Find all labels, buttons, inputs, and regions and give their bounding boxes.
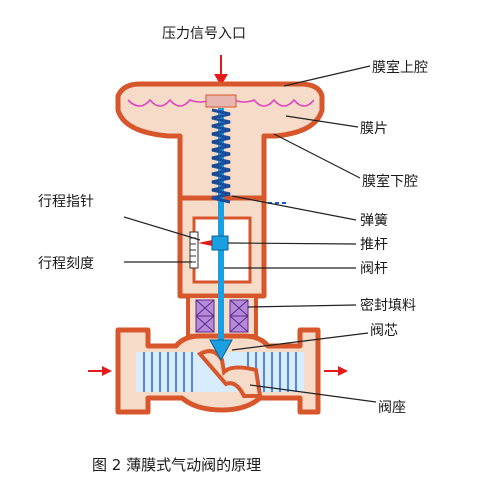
valve-seat bbox=[196, 349, 263, 398]
push-rod-connector bbox=[211, 235, 229, 251]
label-diaphragm: 膜片 bbox=[360, 121, 388, 137]
label-valve-core: 阀芯 bbox=[370, 323, 398, 339]
label-lower-chamber: 膜室下腔 bbox=[362, 173, 418, 190]
label-spring: 弹簧 bbox=[360, 213, 388, 229]
label-pressure-signal: 压力信号入口 bbox=[162, 26, 246, 42]
label-valve-seat: 阀座 bbox=[378, 400, 406, 416]
label-stroke-pointer: 行程指针 bbox=[38, 194, 94, 210]
label-upper-chamber: 膜室上腔 bbox=[372, 59, 428, 76]
figure-caption: 图 2 薄膜式气动阀的原理 bbox=[92, 456, 261, 474]
diaphragm-plate bbox=[205, 94, 237, 108]
flow-out-arrow bbox=[324, 366, 348, 376]
label-push-rod: 推杆 bbox=[360, 237, 388, 253]
label-valve-stem: 阀杆 bbox=[360, 261, 388, 277]
flow-in-arrow bbox=[88, 366, 112, 376]
valve-stem bbox=[218, 108, 224, 348]
label-packing: 密封填料 bbox=[360, 297, 416, 314]
label-stroke-scale: 行程刻度 bbox=[38, 256, 94, 272]
pressure-inlet-arrow bbox=[214, 55, 228, 86]
spring bbox=[211, 108, 231, 204]
stroke-pointer bbox=[198, 240, 212, 246]
stroke-scale bbox=[189, 231, 199, 269]
valve-core bbox=[209, 339, 233, 362]
leader-lines bbox=[123, 65, 377, 403]
diaphragm bbox=[127, 98, 315, 107]
